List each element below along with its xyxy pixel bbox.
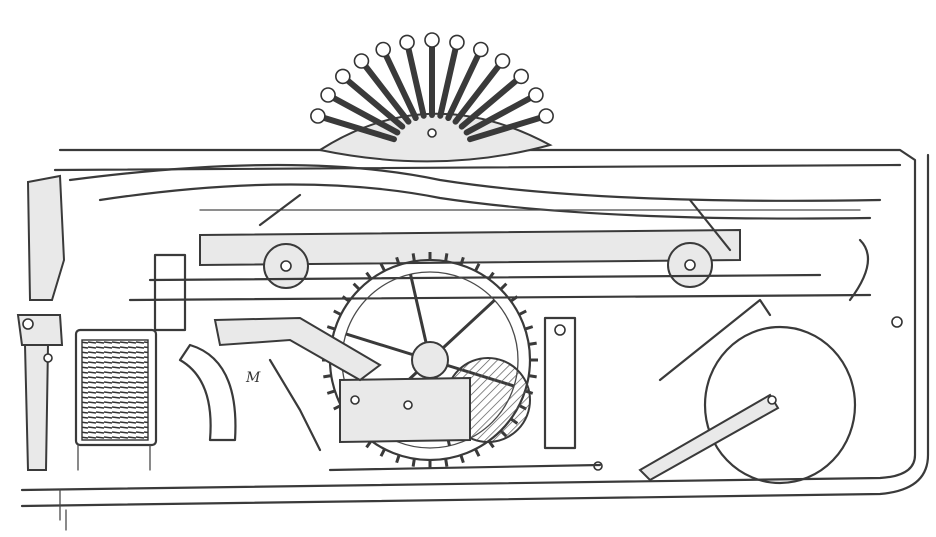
upper-rail (68, 163, 882, 220)
key-fan (310, 32, 554, 163)
gear-tooth (528, 341, 537, 346)
key-cap (528, 87, 544, 103)
right-wheel (638, 238, 870, 485)
key-cap (310, 108, 326, 124)
key-stem (325, 92, 401, 136)
key-stem (452, 58, 506, 125)
key-stem (463, 92, 539, 136)
gear-tooth (323, 374, 332, 379)
gear-tooth (411, 458, 416, 467)
key-cap (335, 68, 351, 85)
gear-tooth (411, 253, 416, 262)
gear-tooth (499, 282, 508, 291)
gear-tooth (510, 295, 519, 303)
gear-tooth (524, 325, 534, 331)
key-cap (538, 108, 554, 124)
key-stem (380, 46, 419, 122)
lever-arm (178, 316, 382, 452)
lever-marker-label: M (246, 370, 261, 386)
central-housing (328, 376, 602, 472)
key-cap (424, 32, 440, 48)
key-stem (458, 73, 525, 130)
gear-tooth (352, 282, 361, 291)
gear-tooth (518, 309, 527, 316)
vertical-posts (153, 253, 577, 450)
base-frame (20, 148, 930, 531)
gear-tooth (395, 256, 401, 266)
gear-tooth (459, 256, 465, 266)
key-stem (358, 58, 412, 125)
key-cap (353, 53, 370, 69)
gear-tooth (444, 458, 449, 467)
gear-tooth (444, 253, 449, 262)
gear-tooth (474, 263, 481, 272)
gear-tooth (333, 309, 342, 316)
key-cap (399, 34, 415, 51)
gear-tooth (365, 271, 373, 280)
gear-tooth (326, 389, 336, 395)
key-cap (473, 41, 489, 58)
key-cap (494, 53, 511, 69)
key-stem (404, 39, 427, 119)
key-cap (513, 68, 529, 85)
key-stem (467, 113, 550, 143)
gear-tooth (341, 295, 350, 303)
gear-tooth (487, 271, 495, 280)
key-cap (375, 41, 391, 58)
carriage (128, 193, 872, 302)
key-cap (449, 34, 465, 51)
key-stem (437, 39, 460, 119)
gear-tooth (459, 454, 465, 464)
gear-tooth (528, 374, 537, 379)
key-stem (339, 73, 406, 130)
gear-tooth (474, 448, 481, 457)
gear-tooth (379, 263, 386, 272)
gear-tooth (395, 454, 401, 464)
gear-tooth (379, 448, 386, 457)
key-cap (320, 87, 336, 103)
gear-tooth (326, 325, 336, 331)
left-column (16, 174, 66, 471)
key-stem (445, 46, 484, 122)
electromagnet-coil (74, 328, 158, 471)
key-stem (314, 113, 397, 143)
